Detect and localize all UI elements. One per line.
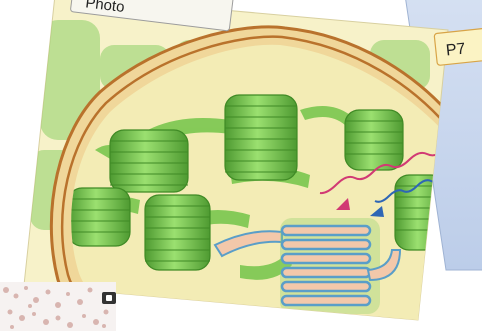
panel-label-text: P7 (445, 41, 466, 60)
granum-stack (68, 188, 130, 246)
granum-stack (345, 110, 403, 170)
granum-stack (225, 95, 297, 180)
panel-label-box: P7 (434, 27, 482, 65)
micrograph-thumbnail (0, 282, 116, 331)
camera-icon-lens (106, 295, 112, 301)
granum-stack (110, 130, 188, 192)
photo-card (24, 0, 482, 331)
granum-stack (145, 195, 210, 270)
